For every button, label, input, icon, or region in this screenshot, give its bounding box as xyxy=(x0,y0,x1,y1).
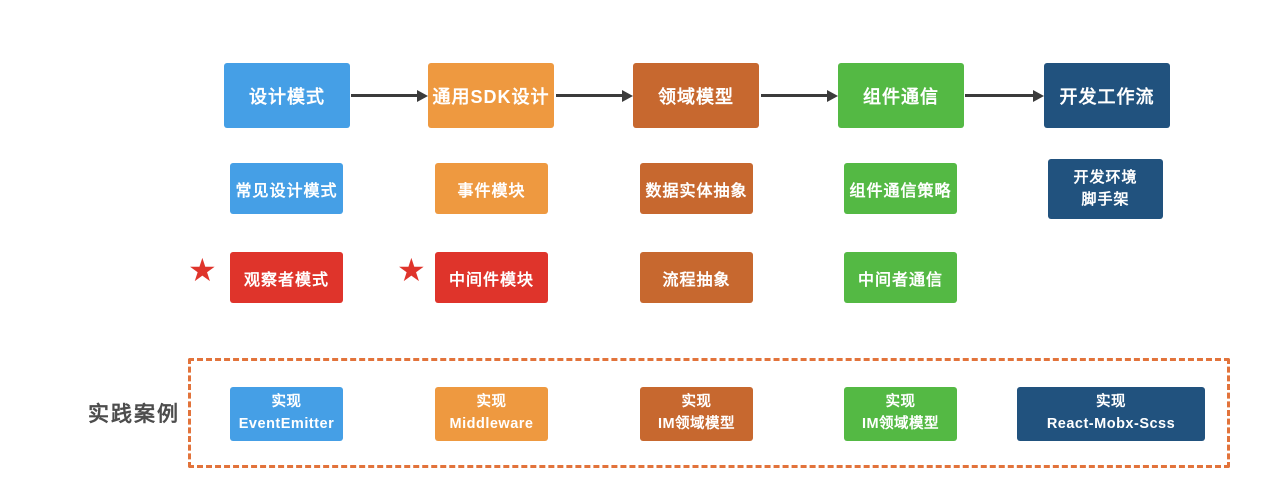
case-box-im-domain-model: 实现 IM领域模型 xyxy=(640,387,753,441)
topic-box-mediator-communication: 中间者通信 xyxy=(844,252,957,303)
case-line-1: 实现 xyxy=(885,394,916,411)
star-icon: ★ xyxy=(397,252,426,288)
arrow-right-icon xyxy=(556,94,622,97)
stage-box-design-patterns: 设计模式 xyxy=(224,63,350,128)
case-line-2: IM领域模型 xyxy=(657,416,736,432)
arrow-right-icon xyxy=(351,94,417,97)
topic-box-observer-pattern: 观察者模式 xyxy=(230,252,343,303)
topic-box-common-design-patterns: 常见设计模式 xyxy=(230,163,343,214)
stage-box-component-communication: 组件通信 xyxy=(838,63,964,128)
case-box-middleware: 实现 Middleware xyxy=(435,387,548,441)
topic-box-process-abstraction: 流程抽象 xyxy=(640,252,753,303)
case-box-react-mobx-scss: 实现 React-Mobx-Scss xyxy=(1017,387,1205,441)
case-line-2: React-Mobx-Scss xyxy=(1046,416,1176,432)
topic-box-middleware-module: 中间件模块 xyxy=(435,252,548,303)
star-icon: ★ xyxy=(188,252,217,288)
topic-box-event-module: 事件模块 xyxy=(435,163,548,214)
practice-dashed-frame xyxy=(188,358,1230,468)
case-line-1: 实现 xyxy=(476,394,507,411)
arrow-right-icon xyxy=(965,94,1033,97)
topic-line-1: 开发环境 xyxy=(1073,168,1138,186)
topic-box-data-entity-abstraction: 数据实体抽象 xyxy=(640,163,753,214)
case-line-1: 实现 xyxy=(1096,394,1126,411)
case-box-event-emitter: 实现 EventEmitter xyxy=(230,387,343,441)
case-line-2: IM领域模型 xyxy=(861,416,940,432)
case-line-1: 实现 xyxy=(681,394,712,411)
stage-box-sdk-design: 通用SDK设计 xyxy=(428,63,554,128)
topic-box-communication-strategy: 组件通信策略 xyxy=(844,163,957,214)
arrow-right-icon xyxy=(761,94,827,97)
case-line-2: Middleware xyxy=(449,416,534,432)
case-line-2: EventEmitter xyxy=(238,416,335,432)
topic-line-2: 脚手架 xyxy=(1081,191,1130,208)
topic-box-dev-env-scaffold: 开发环境 脚手架 xyxy=(1048,159,1163,219)
practice-section-label: 实践案例 xyxy=(88,403,180,426)
case-line-1: 实现 xyxy=(271,394,302,411)
stage-box-domain-model: 领域模型 xyxy=(633,63,759,128)
case-box-im-domain-model-2: 实现 IM领域模型 xyxy=(844,387,957,441)
stage-box-dev-workflow: 开发工作流 xyxy=(1044,63,1170,128)
